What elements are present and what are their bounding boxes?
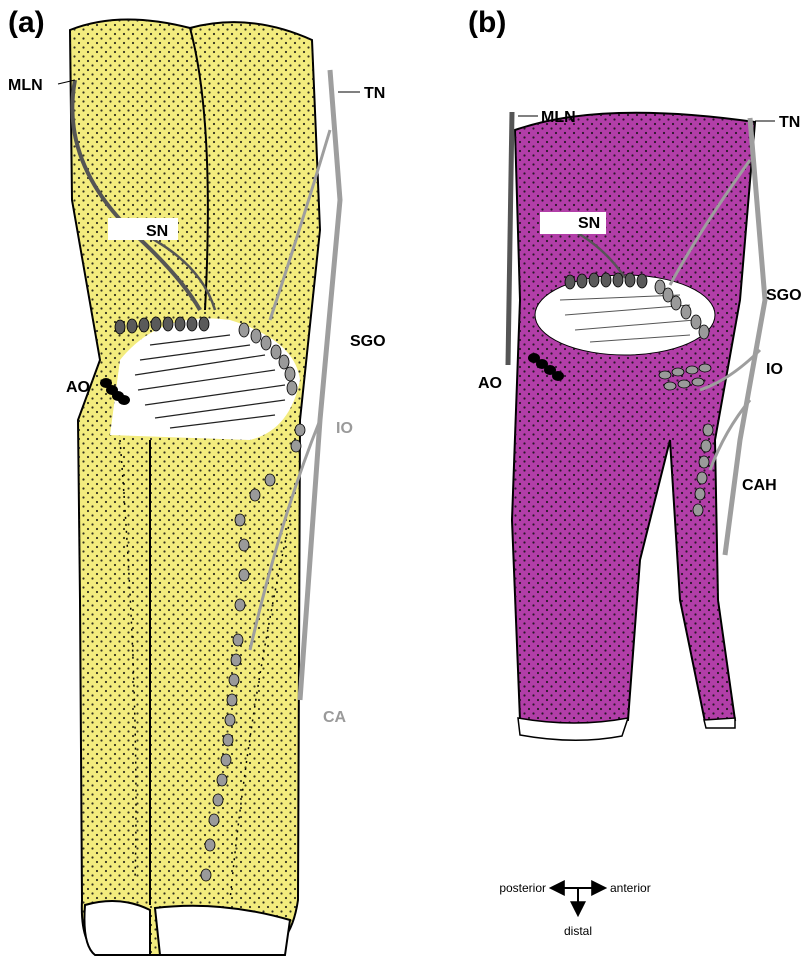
panel-b-sgo-label: SGO: [766, 287, 802, 304]
panel-a-ao-label: AO: [66, 379, 90, 396]
panel-a-mln-label: MLN: [8, 77, 43, 94]
panel-b-pad-right: [704, 718, 735, 728]
distal-label: distal: [564, 924, 592, 938]
panel-b-cah-label: CAH: [742, 477, 777, 494]
panel-a: (a): [8, 6, 386, 955]
posterior-label: posterior: [499, 881, 546, 895]
panel-b: (b): [468, 6, 802, 740]
panel-a-stipple: [70, 19, 320, 955]
panel-a-label: (a): [8, 6, 45, 39]
panel-b-tn-label: TN: [779, 114, 800, 131]
panel-b-io-label: IO: [766, 361, 783, 378]
panel-b-ao-label: AO: [478, 375, 502, 392]
panel-b-mln-nerve: [508, 112, 512, 365]
panel-a-sgo-label: SGO: [350, 333, 386, 350]
panel-a-ca-label: CA: [323, 709, 347, 726]
panel-a-pad-left: [84, 901, 150, 955]
orientation-indicator: posterior anterior distal: [499, 881, 650, 938]
panel-b-sn-label: SN: [578, 215, 600, 232]
panel-b-label: (b): [468, 6, 506, 39]
panel-b-mln-label: MLN: [541, 109, 576, 126]
panel-a-sn-label: SN: [146, 223, 168, 240]
anterior-label: anterior: [610, 881, 651, 895]
panel-a-tn-label: TN: [364, 85, 385, 102]
panel-a-io-label: IO: [336, 420, 353, 437]
